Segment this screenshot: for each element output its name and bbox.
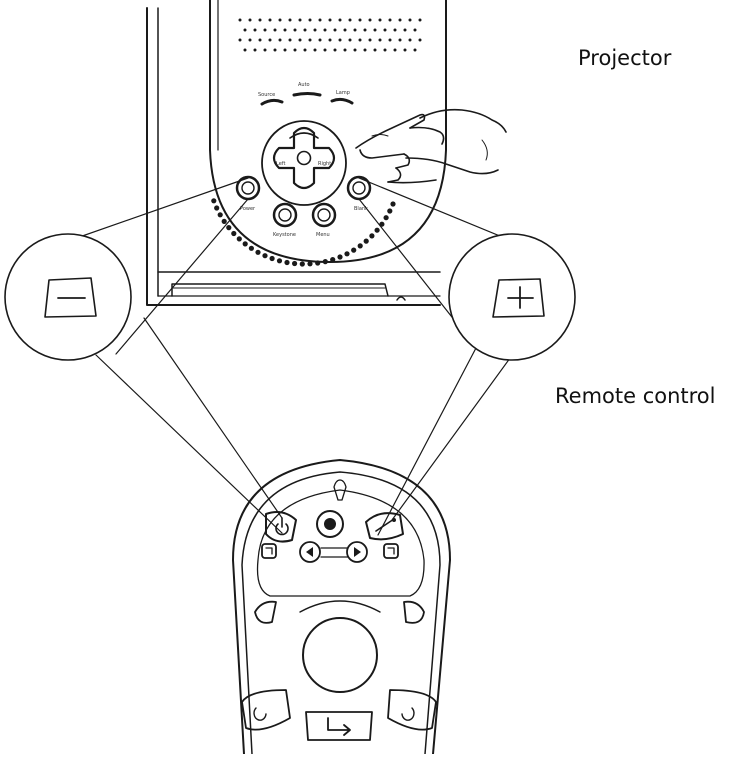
round-button-label-4: Menu: [316, 232, 330, 238]
grille-dot: [363, 238, 369, 244]
page-down-icon: [383, 543, 399, 559]
projector-round-buttons: Power Blank Keystone Menu: [235, 175, 372, 238]
speaker-grille: [238, 18, 422, 52]
mouse-left-icon: [253, 707, 267, 721]
grille-dot: [315, 260, 321, 266]
grille-dot: [322, 259, 328, 265]
remote-control-label: Remote control: [555, 384, 716, 408]
grille-dot: [214, 205, 220, 211]
grille-dot: [299, 261, 305, 267]
grille-dot: [330, 257, 336, 263]
callout-lines: [67, 177, 533, 536]
grille-dot: [262, 253, 268, 259]
enter-button: [305, 711, 373, 741]
grille-dot: [369, 233, 375, 239]
mouse-left-button: [241, 689, 291, 731]
grille-dot: [284, 259, 290, 266]
mouse-right-icon: [401, 707, 415, 721]
hand-illustration: [355, 108, 507, 184]
grille-dot: [248, 245, 254, 251]
grille-dot: [387, 208, 393, 214]
callout-bubble-right: [448, 233, 576, 361]
top-button-label-3: Lamp: [336, 90, 350, 96]
grille-dot: [357, 243, 363, 249]
grille-dot: [211, 198, 217, 204]
grille-dot: [383, 215, 389, 221]
grille-dot: [344, 251, 350, 257]
projector-top-buttons: Source Auto Lamp: [258, 82, 354, 106]
left-arrow-icon: [306, 547, 313, 557]
projector-label: Projector: [578, 46, 672, 70]
grille-dot: [390, 201, 396, 207]
remote-record-button: [316, 510, 344, 538]
remote-nav-row: [261, 541, 399, 563]
projector-dpad: Left Right: [261, 120, 347, 206]
grille-dot: [276, 258, 283, 264]
remote-control: [232, 459, 451, 755]
round-button-label-2: Blank: [354, 206, 368, 212]
grille-dot: [351, 247, 357, 253]
remote-side-buttons: [254, 600, 425, 624]
dpad-label-right: Right: [318, 161, 331, 167]
grille-dot: [292, 260, 298, 267]
top-button-label-2: Auto: [298, 82, 310, 88]
grille-dot: [269, 255, 275, 262]
right-arrow-icon: [354, 547, 361, 557]
remote-laser-button: [365, 512, 404, 541]
remote-power-button: [265, 511, 297, 543]
remote-trackball: [299, 600, 381, 693]
callout-bubble-left: [4, 233, 132, 361]
grille-dot: [231, 230, 237, 237]
grille-dot: [337, 254, 343, 260]
remote-bottom-buttons: [241, 689, 437, 741]
grille-dot: [236, 236, 242, 242]
enter-icon: [327, 717, 351, 736]
round-button-label-1: Power: [240, 206, 256, 212]
top-button-label-1: Source: [258, 92, 275, 98]
grille-dot: [307, 261, 313, 267]
projector-body: [146, 0, 447, 306]
record-icon: [324, 518, 336, 530]
grille-dot: [242, 241, 248, 247]
grille-dot: [374, 227, 380, 233]
power-icon: [275, 523, 289, 536]
mouse-right-button: [387, 689, 437, 731]
grille-dot: [221, 218, 227, 224]
projector-dot-arc: [211, 198, 396, 267]
laser-icon: [375, 518, 395, 532]
grille-dot: [217, 212, 223, 218]
round-button-label-3: Keystone: [273, 232, 296, 238]
grille-dot: [226, 225, 232, 231]
page-up-icon: [261, 543, 277, 559]
grille-dot: [255, 249, 261, 255]
dpad-label-left: Left: [276, 161, 285, 167]
